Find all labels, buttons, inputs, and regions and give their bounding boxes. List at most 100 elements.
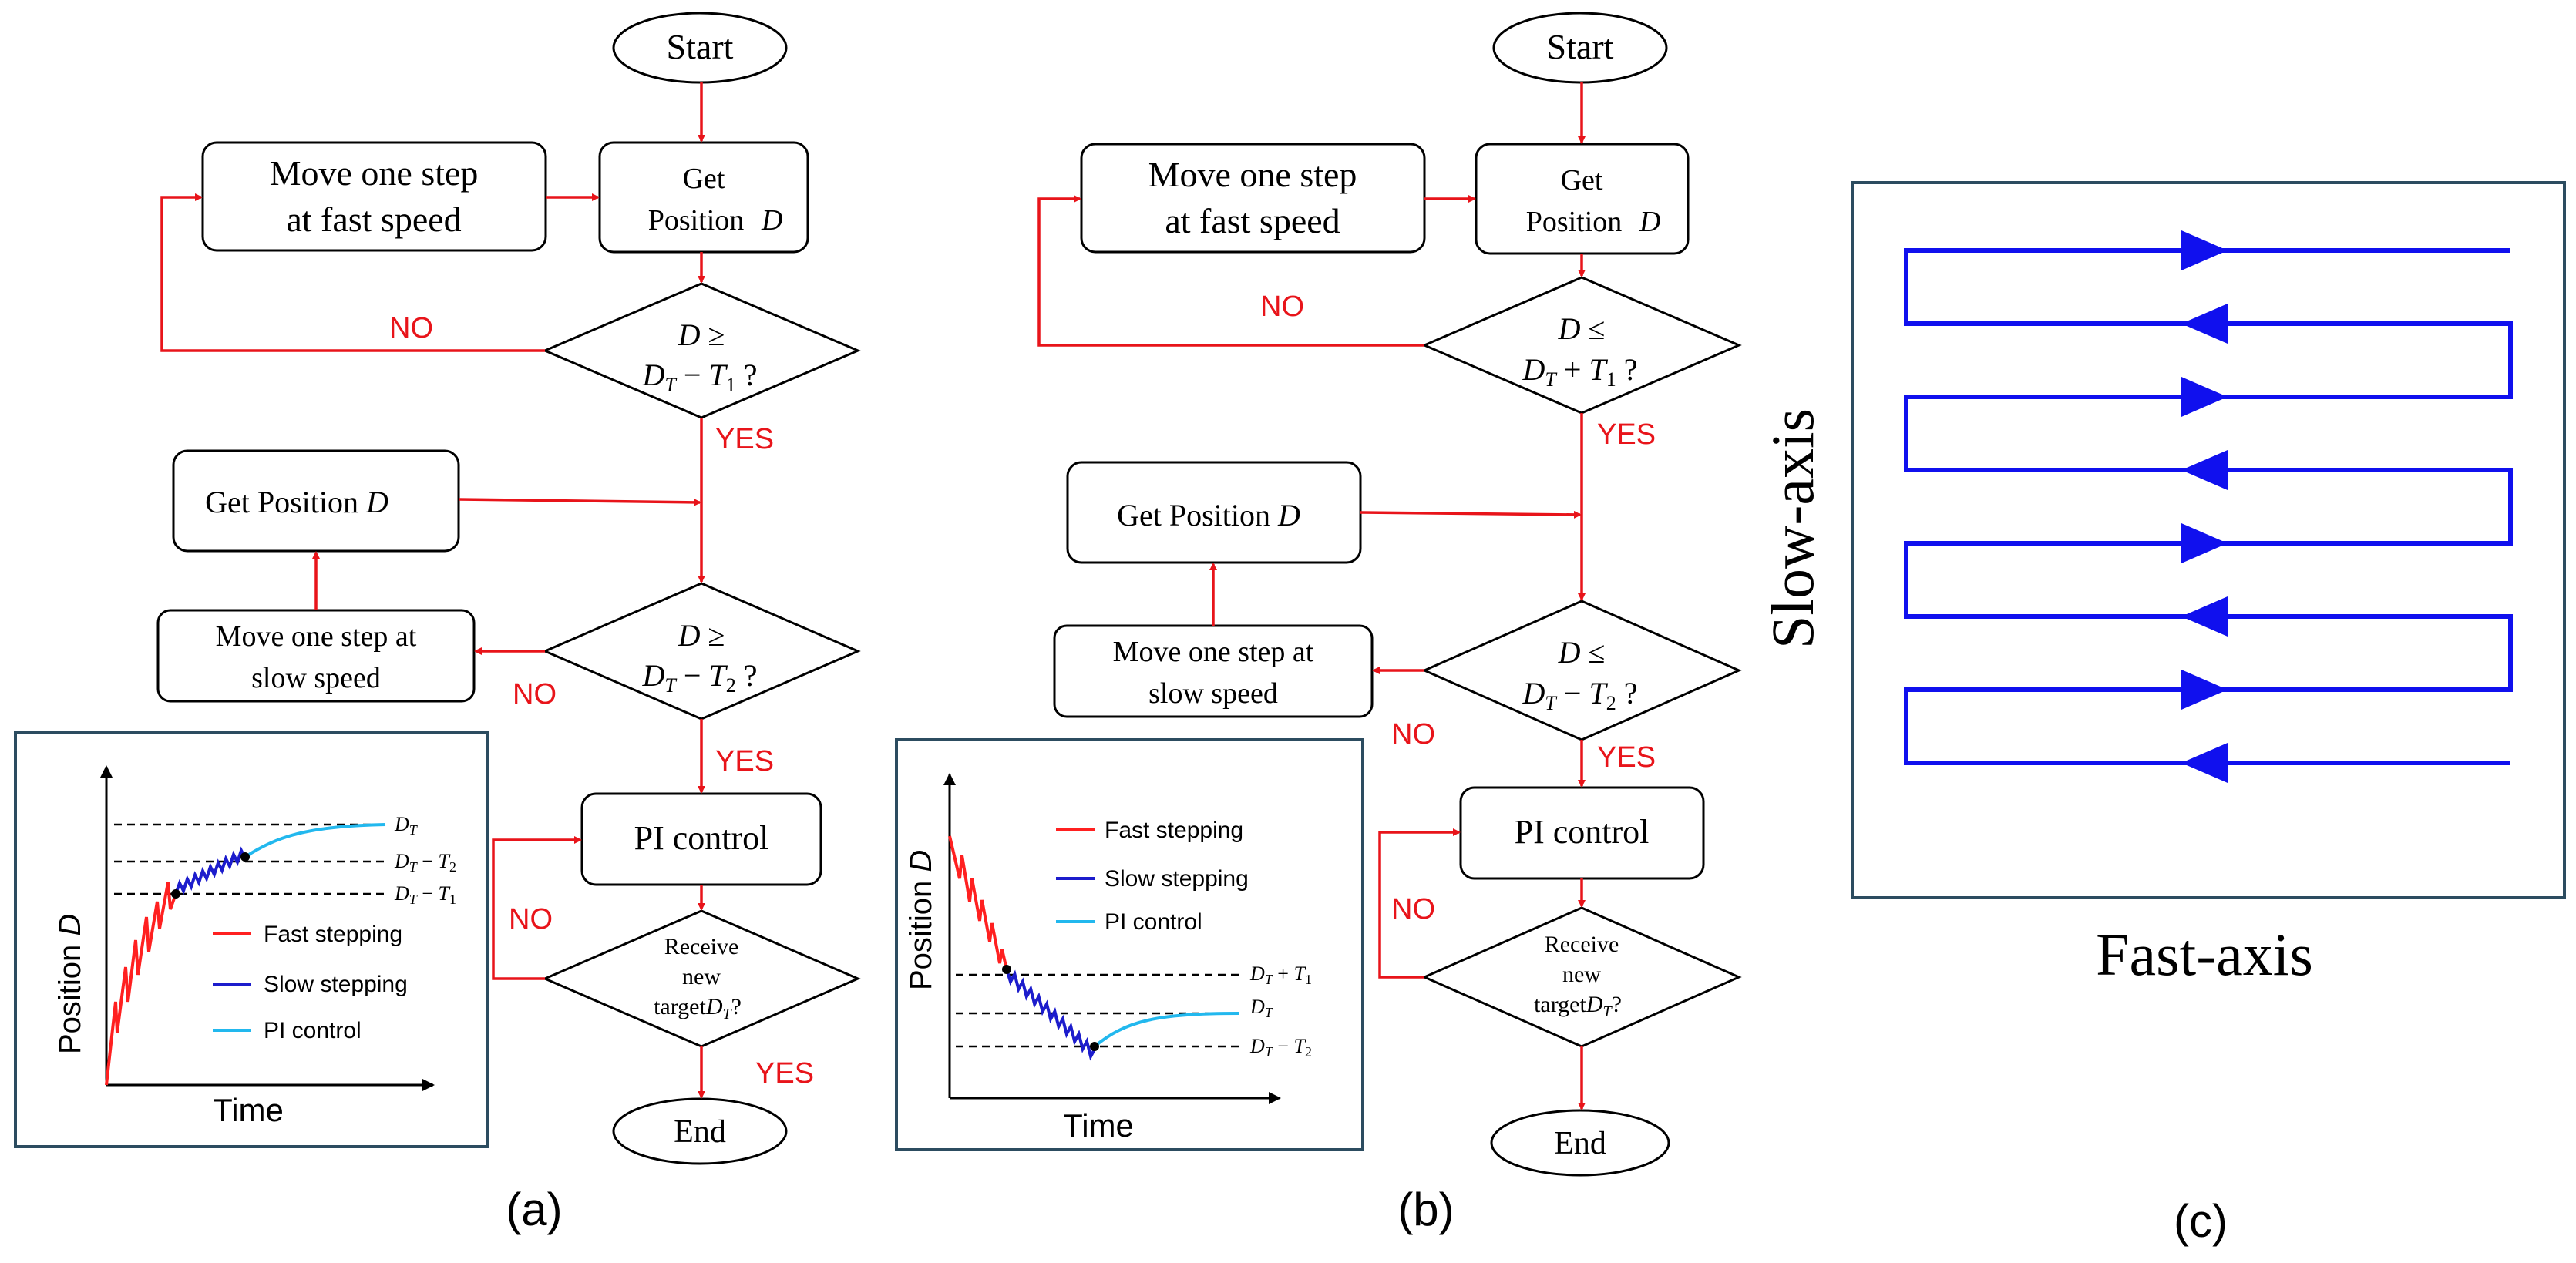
yes-2-b: YES: [1597, 741, 1656, 774]
transition-dot-2-a: [240, 852, 250, 862]
raster-arrow: [2181, 377, 2228, 417]
panel-c: Slow-axis Fast-axis (c): [1759, 181, 2566, 1247]
panel-label-c: (c): [2174, 1195, 2228, 1247]
transition-dot-1-a: [171, 889, 180, 899]
move-fast-line1-b: Move one step: [1148, 155, 1357, 194]
get-position-line2-a: Position: [648, 204, 745, 237]
no-3-a: NO: [509, 903, 553, 935]
level-dt-a: DT: [394, 813, 419, 838]
move-slow-line1-b: Move one step at: [1113, 636, 1314, 668]
get-position-line1-a: Get: [683, 163, 725, 195]
raster-arrow: [2181, 523, 2228, 563]
level-dt-t1-a: DT − T1: [394, 882, 456, 907]
move-fast-line1-a: Move one step: [270, 153, 479, 193]
get-position-box-a: [598, 141, 809, 254]
svg-text:Position: Position: [1526, 206, 1623, 238]
move-slow-line2-b: slow speed: [1148, 677, 1278, 710]
fast-axis-label: Fast-axis: [2096, 921, 2313, 988]
decision-2-b: [1421, 600, 1742, 741]
receive-2-b: new: [1562, 962, 1601, 987]
raster-arrow: [2181, 596, 2228, 637]
no-2-b: NO: [1391, 718, 1435, 751]
var-d-b1: D: [1639, 206, 1660, 238]
raster-arrow: [2181, 743, 2228, 783]
transition-dot-2-b: [1090, 1042, 1099, 1051]
start-node-a: [612, 12, 788, 84]
legend-fast-b: Fast stepping: [1105, 818, 1243, 843]
move-slow-line2-a: slow speed: [251, 662, 381, 694]
level-dt-b: DT: [1249, 996, 1274, 1020]
start-node-b: [1492, 12, 1668, 84]
ylabel-b: Position D: [904, 850, 938, 990]
receive-1-a: Receive: [664, 934, 739, 959]
level-dt-t2-b: DT − T2: [1249, 1035, 1312, 1060]
fast-stepping-curve-b: [948, 835, 1008, 970]
no-2-a: NO: [513, 678, 557, 710]
yes-3-a: YES: [755, 1057, 814, 1090]
raster-arrow: [2181, 450, 2228, 490]
end-label-a: End: [674, 1114, 726, 1150]
cond1-b: DT + T1 ?: [1522, 352, 1638, 391]
end-label-b: End: [1554, 1126, 1606, 1161]
transition-dot-1-b: [1002, 965, 1011, 974]
inset-b: [895, 738, 1364, 1151]
start-label-b: Start: [1547, 27, 1614, 66]
receive-3-b: targetDT?: [1534, 992, 1622, 1020]
receive-2-a: new: [682, 964, 721, 989]
panel-label-b: (b): [1397, 1184, 1454, 1235]
yes-1-b: YES: [1597, 418, 1656, 451]
move-fast-line2-a: at fast speed: [286, 200, 461, 239]
svg-text:D ≥: D ≥: [678, 317, 725, 352]
yes-2-a: YES: [715, 745, 774, 778]
no-1-a: NO: [389, 312, 433, 344]
get-position-2-a: Get Position D: [205, 485, 388, 519]
end-node-a: [612, 1097, 788, 1165]
cond1-a: DT − T1 ?: [642, 358, 758, 396]
slow-stepping-curve-a: [174, 846, 247, 895]
pi-control-curve-a: [244, 823, 386, 858]
pi-control-a: PI control: [634, 819, 769, 857]
receive-3-a: targetDT?: [654, 994, 742, 1023]
legend-slow-b: Slow stepping: [1105, 866, 1249, 892]
fast-stepping-curve-a: [105, 882, 177, 1086]
pi-control-curve-b: [1093, 1012, 1240, 1048]
cond2-a: DT − T2 ?: [642, 658, 758, 697]
inset-a: [14, 731, 489, 1148]
raster-arrow: [2181, 304, 2228, 344]
start-label-a: Start: [667, 27, 734, 66]
raster-arrow: [2181, 670, 2228, 710]
slow-stepping-curve-b: [1005, 969, 1097, 1061]
raster-arrow: [2181, 230, 2228, 270]
panel-label-a: (a): [506, 1184, 562, 1235]
no-1-b: NO: [1260, 291, 1304, 323]
move-fast-line2-b: at fast speed: [1165, 201, 1340, 240]
legend-slow-a: Slow stepping: [264, 972, 408, 997]
yes-1-a: YES: [715, 423, 774, 455]
panel-a: Start Get Position D Move one step at fa…: [14, 12, 861, 1235]
legend-pi-a: PI control: [264, 1018, 362, 1043]
end-node-b: [1490, 1109, 1670, 1177]
get-position-2-b: Get Position D: [1117, 498, 1300, 532]
legend-pi-b: PI control: [1105, 909, 1202, 935]
raster-direction-arrows: [2181, 230, 2228, 783]
level-dt-t1-b: DT + T1: [1249, 962, 1312, 987]
var-d-a1: D: [761, 204, 782, 237]
svg-text:D ≥: D ≥: [678, 618, 725, 653]
slow-axis-label: Slow-axis: [1759, 408, 1826, 649]
get-position-line1-b: Get: [1561, 164, 1603, 197]
get-position-line2-b: Position: [1526, 206, 1623, 238]
svg-text:D ≤: D ≤: [1558, 311, 1606, 346]
xlabel-b: Time: [1063, 1107, 1134, 1144]
receive-1-b: Receive: [1545, 932, 1619, 957]
panel-b: Start Get Position D Move one step at fa…: [895, 12, 1742, 1235]
ylabel-a: Position D: [53, 914, 87, 1054]
move-slow-line1-a: Move one step at: [216, 620, 417, 653]
no-3-b: NO: [1391, 893, 1435, 925]
pi-control-b: PI control: [1515, 813, 1650, 851]
xlabel-a: Time: [213, 1092, 284, 1128]
svg-text:Position: Position: [648, 204, 745, 237]
legend-fast-a: Fast stepping: [264, 922, 402, 947]
level-dt-t2-a: DT − T2: [394, 850, 456, 875]
cond2-b: DT − T2 ?: [1522, 676, 1638, 714]
